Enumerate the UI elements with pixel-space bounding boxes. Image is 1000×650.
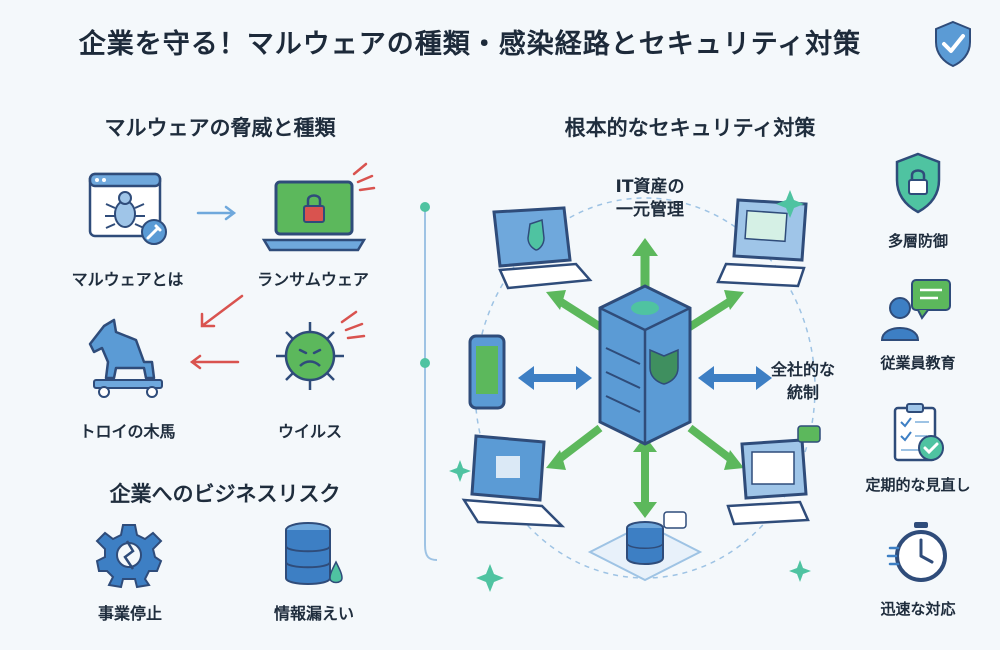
center-title: 根本的なセキュリティ対策: [564, 116, 816, 140]
network-diagram: [449, 190, 821, 592]
it-asset-line2: 一元管理: [616, 200, 684, 220]
leaking-database-icon: [285, 522, 343, 585]
measure-label-defense: 多層防御: [887, 232, 948, 250]
virus-icon: [276, 310, 366, 390]
risks-title: 企業へのビジネスリスク: [109, 482, 341, 506]
shield-lock-icon: [895, 152, 941, 214]
locked-laptop-icon: [261, 162, 376, 252]
threats-title: マルウェアの脅威と種類: [104, 116, 336, 140]
governance-line2: 統制: [786, 383, 819, 402]
arrow-right-icon: [196, 205, 237, 221]
risk-label-business-stop: 事業停止: [97, 604, 162, 623]
shield-check-icon: [935, 20, 971, 68]
measure-label-response: 迅速な対応: [880, 600, 956, 618]
threat-label-malware: マルウェアとは: [71, 270, 184, 289]
broken-gear-icon: [95, 524, 163, 589]
arrow-left-icon: [189, 354, 240, 370]
page-title: 企業を守る！マルウェアの種類・感染経路とセキュリティ対策: [78, 29, 862, 60]
it-asset-line1: IT資産の: [615, 177, 685, 197]
it-asset-label: IT資産の 一元管理: [590, 176, 710, 222]
trojan-horse-icon: [88, 318, 163, 398]
threat-label-virus: ウイルス: [277, 422, 342, 441]
governance-line1: 全社的な: [770, 360, 835, 379]
threat-label-ransomware: ランサムウェア: [257, 270, 369, 289]
checklist-icon: [893, 403, 944, 462]
threat-label-trojan: トロイの木馬: [79, 422, 176, 441]
measure-label-education: 従業員教育: [880, 354, 956, 372]
measure-label-review: 定期的な見直し: [865, 476, 971, 494]
bug-window-icon: [88, 172, 167, 245]
arrow-diagonal-icon: [200, 294, 244, 328]
governance-label: 全社的な 統制: [758, 358, 848, 404]
risk-label-info-leak: 情報漏えい: [273, 604, 354, 623]
section-divider: [420, 202, 438, 561]
employee-training-icon: [880, 279, 951, 341]
stopwatch-icon: [886, 522, 947, 582]
